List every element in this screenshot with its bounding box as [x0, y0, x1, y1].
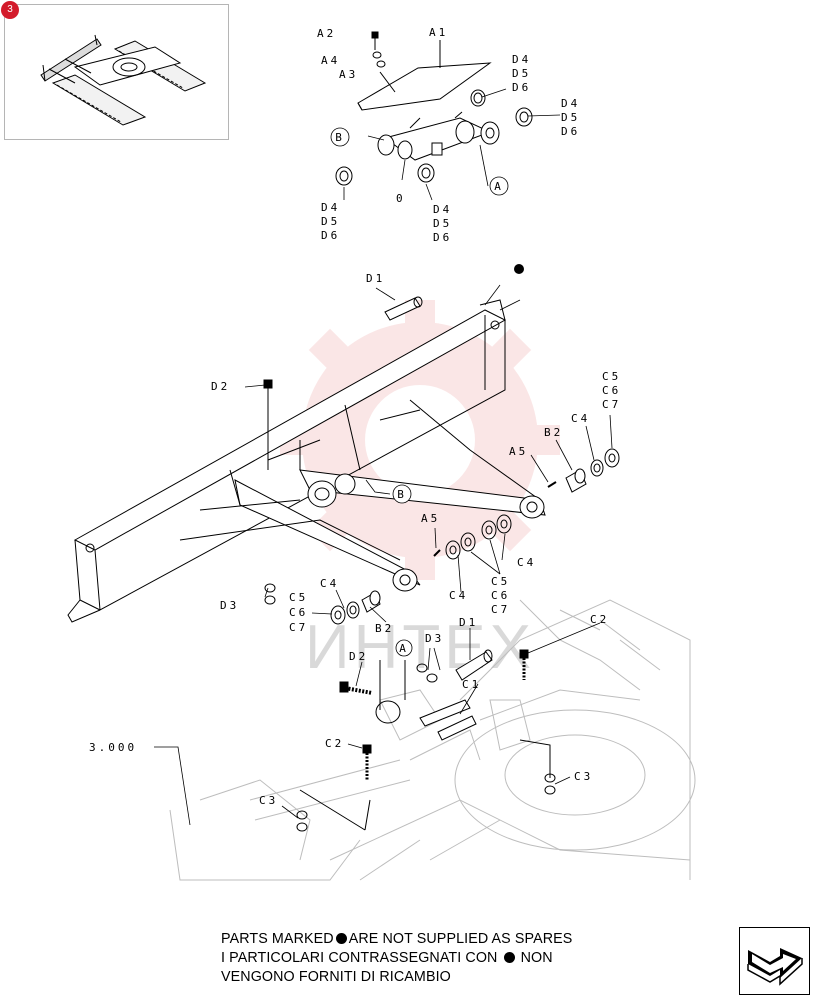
- callout-d5-tr1: D5: [512, 67, 531, 80]
- callout-c6-center: C6: [491, 589, 510, 602]
- callout-d5-bc: D5: [433, 217, 452, 230]
- callout-d6-tr1: D6: [512, 81, 531, 94]
- next-page-arrow-icon: [747, 948, 803, 986]
- callout-d3-left: D3: [220, 599, 239, 612]
- figure-reference: 3.000: [89, 741, 137, 754]
- excavator-thumbnail-icon: [40, 34, 207, 126]
- callout-a5-right: A5: [509, 445, 528, 458]
- circle-label-a-top: A: [494, 180, 504, 193]
- note-line-2a: I PARTICOLARI CONTRASSEGNATI CON: [221, 950, 498, 966]
- callout-c5-right: C5: [602, 370, 621, 383]
- callout-d3-lower: D3: [425, 632, 444, 645]
- thumbnail-badge: 3: [1, 1, 19, 19]
- spares-note: PARTS MARKED ARE NOT SUPPLIED AS SPARES I…: [221, 930, 641, 987]
- lower-fasteners: [296, 649, 556, 832]
- callout-d5-tr2: D5: [561, 111, 580, 124]
- callout-a2: A2: [317, 27, 336, 40]
- callout-b2-left: B2: [375, 622, 394, 635]
- reference-circles: [330, 127, 509, 657]
- callout-o: 0: [396, 192, 406, 205]
- callout-d4-tr1: D4: [512, 53, 531, 66]
- callout-d1-top: D1: [366, 272, 385, 285]
- callout-c2-right: C2: [590, 613, 609, 626]
- callout-c4-lower: C4: [449, 589, 468, 602]
- note-line-3: VENGONO FORNITI DI RICAMBIO: [221, 969, 451, 985]
- machine-thumbnail[interactable]: 3: [1, 1, 229, 140]
- callout-c7-right: C7: [602, 398, 621, 411]
- callout-d6-bl: D6: [321, 229, 340, 242]
- callout-a3: A3: [339, 68, 358, 81]
- callout-c4-left: C4: [320, 577, 339, 590]
- bullet-icon: [503, 952, 515, 963]
- callout-c7-center: C7: [491, 603, 510, 616]
- callout-d1-lower: D1: [459, 616, 478, 629]
- callout-c7-left: C7: [289, 621, 308, 634]
- callout-d6-tr2: D6: [561, 125, 580, 138]
- callout-c5-left: C5: [289, 591, 308, 604]
- bullet-icon: [335, 933, 347, 944]
- callout-c2-left: C2: [325, 737, 344, 750]
- note-line-2b: NON: [520, 950, 553, 966]
- callout-c1: C1: [462, 678, 481, 691]
- circle-label-b-blade: B: [397, 488, 407, 501]
- not-supplied-marker: [514, 264, 524, 274]
- callout-d4-bl: D4: [321, 201, 340, 214]
- callout-d2-lower: D2: [349, 650, 368, 663]
- note-line-1b: ARE NOT SUPPLIED AS SPARES: [348, 931, 573, 947]
- note-line-1: PARTS MARKED ARE NOT SUPPLIED AS SPARES: [221, 930, 641, 949]
- cylinder-assembly: [335, 31, 533, 186]
- callout-d2-left: D2: [211, 380, 230, 393]
- callout-c3-left: C3: [259, 794, 278, 807]
- note-line-1a: PARTS MARKED: [221, 931, 334, 947]
- circle-label-a-lower: A: [399, 642, 409, 655]
- note-line-2: I PARTICOLARI CONTRASSEGNATI CON NON: [221, 949, 641, 968]
- callout-d4-tr2: D4: [561, 97, 580, 110]
- callout-c3-right: C3: [574, 770, 593, 783]
- callout-c5-center: C5: [491, 575, 510, 588]
- callout-c6-left: C6: [289, 606, 308, 619]
- circle-label-b-top: B: [335, 131, 345, 144]
- callout-c4-center: C4: [517, 556, 536, 569]
- callout-b2-right: B2: [544, 426, 563, 439]
- leader-lines: [154, 88, 613, 826]
- dozer-blade: [67, 296, 620, 625]
- callout-d5-bl: D5: [321, 215, 340, 228]
- callout-c4-right: C4: [571, 412, 590, 425]
- callout-d6-bc: D6: [433, 231, 452, 244]
- callout-d4-bc: D4: [433, 203, 452, 216]
- callout-a4: A4: [321, 54, 340, 67]
- callout-a5-center: A5: [421, 512, 440, 525]
- next-page-button[interactable]: [739, 927, 810, 995]
- callout-a1: A1: [429, 26, 448, 39]
- callout-c6-right: C6: [602, 384, 621, 397]
